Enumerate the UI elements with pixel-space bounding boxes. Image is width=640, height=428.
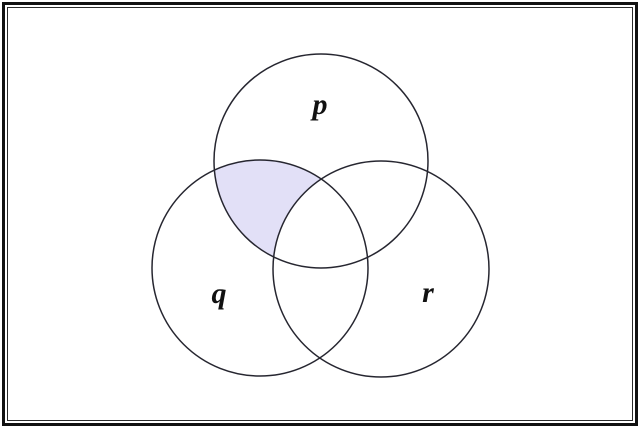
circle-q [151, 159, 369, 377]
circle-r [272, 160, 490, 378]
set-label-q: q [212, 277, 227, 310]
set-label-p: p [310, 88, 328, 121]
figure-inner-border [7, 7, 633, 421]
set-label-r: r [422, 276, 434, 309]
circle-p [213, 53, 429, 269]
